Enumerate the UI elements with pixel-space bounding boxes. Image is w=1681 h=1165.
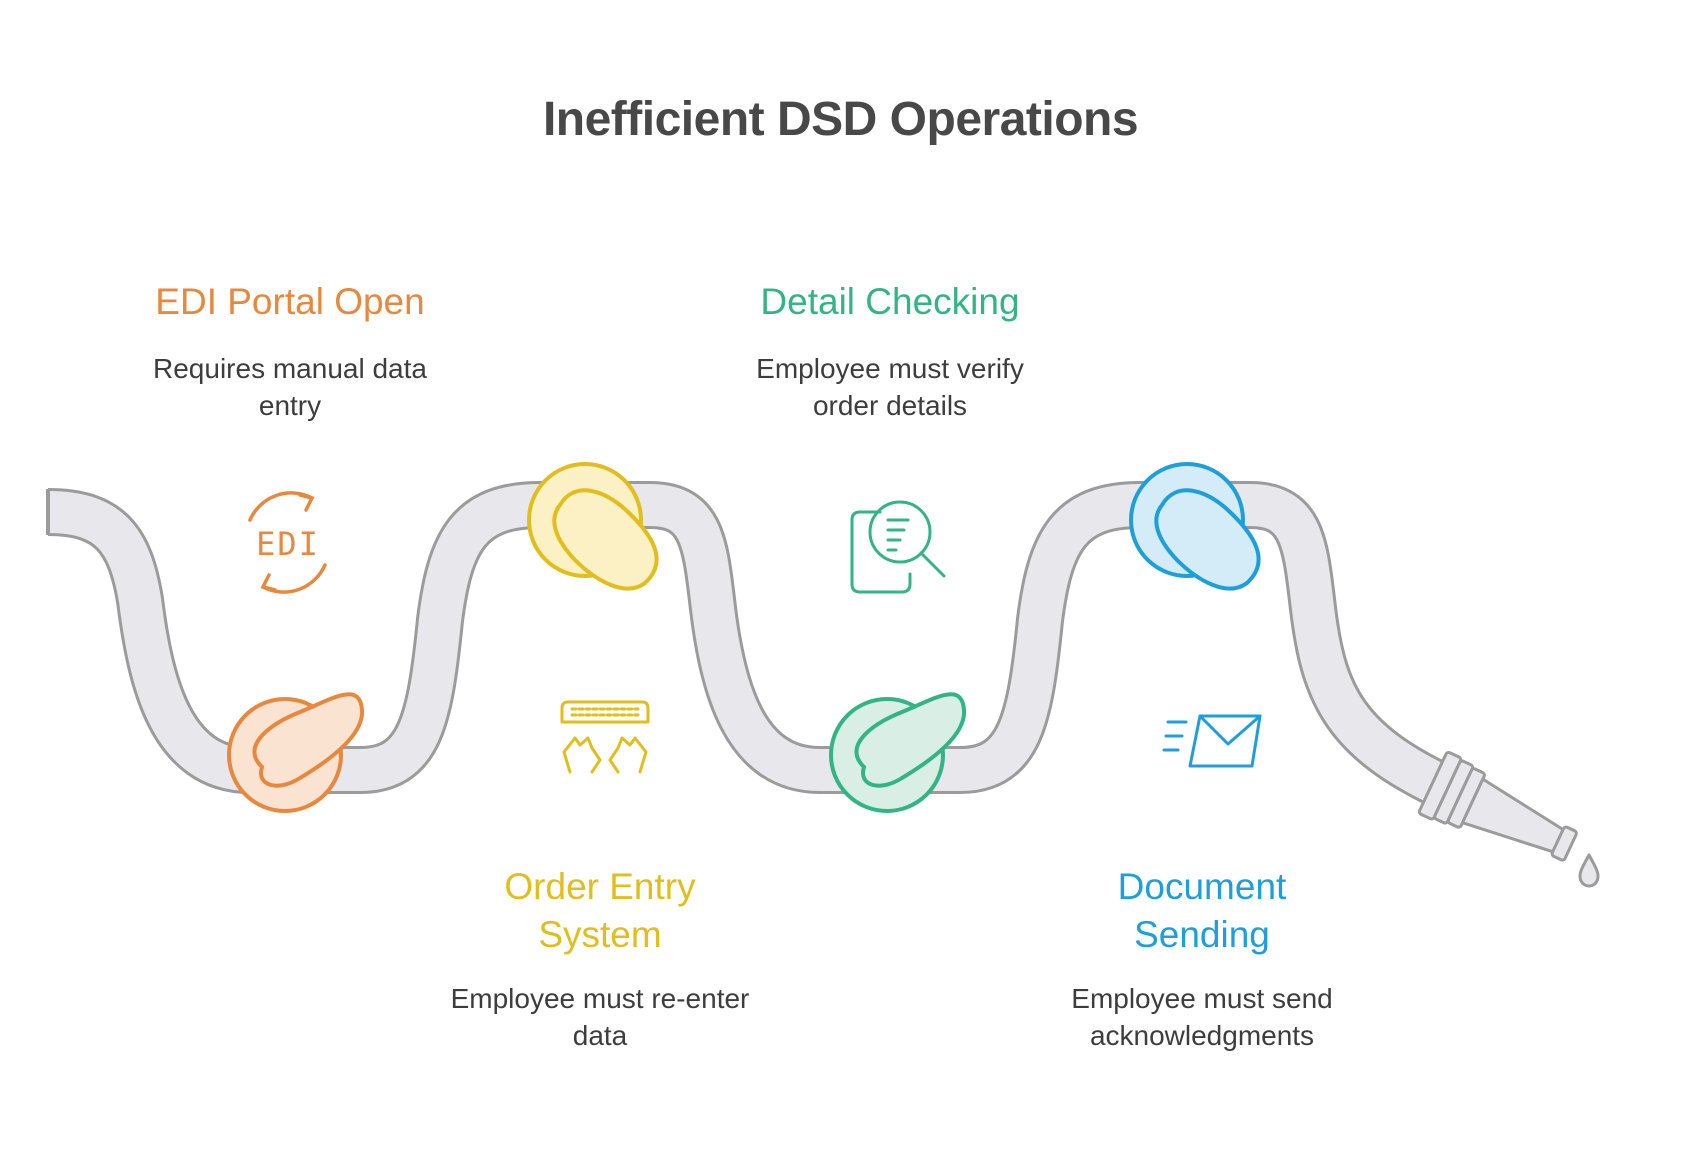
step-title-edi: EDI Portal Open bbox=[155, 281, 425, 322]
title-line: Document bbox=[1117, 866, 1287, 907]
hose bbox=[46, 481, 1461, 812]
knot-detail bbox=[829, 692, 967, 813]
description-line: Employee must re-enter bbox=[450, 983, 750, 1014]
title-line: Sending bbox=[1134, 914, 1270, 955]
knot-band bbox=[552, 488, 659, 591]
step-title-detail: Detail Checking bbox=[760, 281, 1020, 322]
hose-fill bbox=[47, 484, 1459, 810]
description-line: Employee must verify bbox=[756, 353, 1024, 384]
magnifier-lens bbox=[868, 500, 932, 564]
description-line: Employee must send bbox=[1071, 983, 1333, 1014]
step-title-document: Document Sending bbox=[1002, 863, 1402, 959]
step-title-order-entry: Order Entry System bbox=[400, 863, 800, 959]
knot-band bbox=[854, 692, 967, 788]
magnifier-handle bbox=[919, 551, 946, 578]
description-line: entry bbox=[258, 390, 322, 421]
right-hand bbox=[608, 736, 648, 774]
knot-order-entry bbox=[527, 462, 659, 591]
speed-lines bbox=[1162, 720, 1188, 752]
knot-document bbox=[1129, 462, 1261, 591]
edi-icon-text: EDI bbox=[256, 525, 320, 563]
step-description-document: Employee must send acknowledgments bbox=[1002, 980, 1402, 1054]
keyboard-hands-icon bbox=[560, 700, 650, 774]
edi-arrow-head bbox=[298, 493, 315, 512]
knot-edi bbox=[227, 692, 365, 813]
knot-band bbox=[1154, 488, 1261, 591]
edi-icon: EDI bbox=[248, 491, 327, 594]
edi-arrow-head bbox=[260, 573, 277, 592]
knot-band bbox=[252, 692, 365, 788]
step-description-detail: Employee must verify order details bbox=[690, 350, 1090, 424]
step-description-order-entry: Employee must re-enter data bbox=[400, 980, 800, 1054]
hose-start-cap bbox=[46, 489, 50, 535]
keyboard-keys bbox=[570, 707, 640, 717]
left-hand bbox=[562, 736, 602, 774]
envelope-flap bbox=[1198, 714, 1262, 746]
envelope-body bbox=[1188, 714, 1262, 768]
document-search-icon bbox=[850, 500, 946, 594]
diagram-title: Inefficient DSD Operations bbox=[542, 93, 1139, 146]
keyboard-outline bbox=[560, 700, 650, 724]
description-line: order details bbox=[812, 390, 968, 421]
description-line: Requires manual data bbox=[153, 353, 427, 384]
water-drop-icon bbox=[1578, 853, 1600, 888]
document-lines bbox=[886, 518, 910, 552]
title-line: Order Entry bbox=[504, 866, 696, 907]
envelope-send-icon bbox=[1162, 714, 1262, 768]
description-line: data bbox=[572, 1020, 628, 1051]
nozzle-tip bbox=[1550, 825, 1578, 862]
description-line: acknowledgments bbox=[1089, 1020, 1315, 1051]
nozzle bbox=[1417, 750, 1578, 862]
step-description-edi: Requires manual data entry bbox=[90, 350, 490, 424]
document-outline bbox=[850, 510, 912, 594]
title-line: System bbox=[538, 914, 662, 955]
